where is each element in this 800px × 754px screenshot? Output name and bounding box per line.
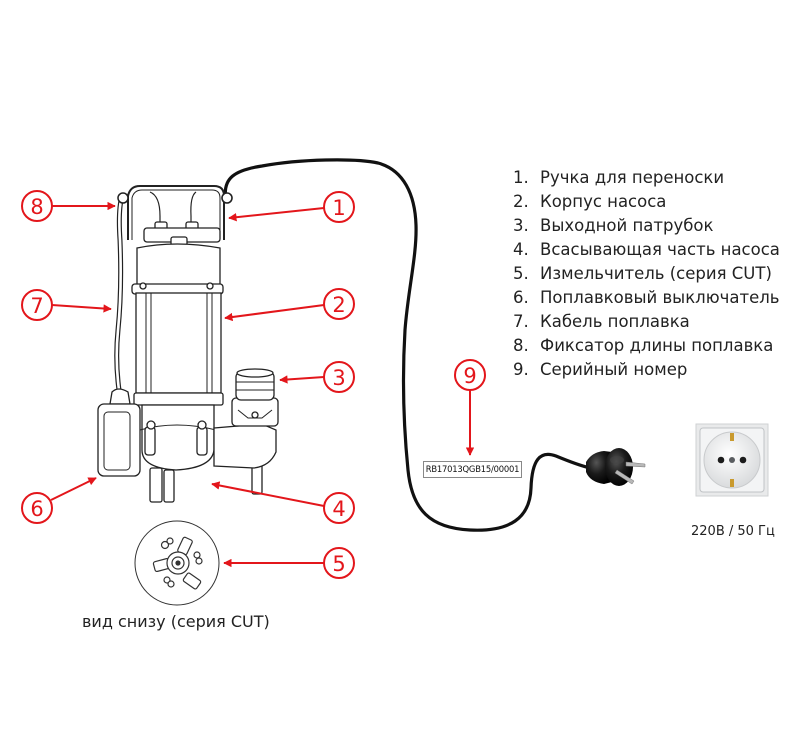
legend-item-label: Фиксатор длины поплавка (540, 336, 774, 355)
legend-item-label: Выходной патрубок (540, 216, 714, 235)
callout-7-label: 7 (30, 294, 43, 318)
callout-2-label: 2 (332, 293, 345, 317)
callout-4: 4 (211, 481, 355, 524)
pump-outlet (213, 423, 277, 469)
legend-item: 4. Всасывающая часть насоса (513, 238, 780, 262)
legend-item-number: 3. (513, 216, 529, 235)
legend-item: 7. Кабель поплавка (513, 310, 780, 334)
callout-1-label: 1 (332, 196, 345, 220)
legend-item: 2. Корпус насоса (513, 190, 780, 214)
legend-item-number: 9. (513, 360, 529, 379)
callout-1: 1 (228, 191, 355, 223)
legend-item: 3. Выходной патрубок (513, 214, 780, 238)
callout-6-label: 6 (30, 497, 43, 521)
power-plug-icon (586, 448, 646, 486)
callout-9-label: 9 (463, 364, 476, 388)
callout-4-label: 4 (332, 497, 345, 521)
callout-9: 9 (454, 359, 486, 456)
callout-7: 7 (21, 289, 112, 321)
legend-item-number: 6. (513, 288, 529, 307)
legend-item: 9. Серийный номер (513, 358, 780, 382)
legend-item-label: Поплавковый выключатель (540, 288, 780, 307)
callout-3-label: 3 (332, 366, 345, 390)
legend-item-label: Корпус насоса (540, 192, 667, 211)
callout-8-label: 8 (30, 195, 43, 219)
legend-item-label: Серийный номер (540, 360, 688, 379)
power-cable (223, 158, 592, 532)
power-socket-icon (695, 423, 769, 497)
legend-item: 5. Измельчитель (серия CUT) (513, 262, 780, 286)
legend-item: 1. Ручка для переноски (513, 166, 780, 190)
legend-item-number: 4. (513, 240, 529, 259)
legend-item-number: 8. (513, 336, 529, 355)
legend-item-number: 5. (513, 264, 529, 283)
legend-item-number: 2. (513, 192, 529, 211)
legend-item-label: Измельчитель (серия CUT) (540, 264, 772, 283)
callout-5: 5 (223, 547, 355, 579)
callout-2: 2 (224, 288, 355, 322)
callout-6: 6 (21, 477, 97, 524)
callout-5-label: 5 (332, 552, 345, 576)
legend-item-number: 1. (513, 168, 529, 187)
pump-illustration (97, 185, 279, 503)
serial-number-label: RB17013QGB15/00001 (423, 461, 522, 478)
legend-item: 6. Поплавковый выключатель (513, 286, 780, 310)
legend-item-label: Кабель поплавка (540, 312, 690, 331)
bottom-view-illustration (134, 520, 220, 606)
parts-legend: 1. Ручка для переноски 2. Корпус насоса 3.… (513, 166, 780, 382)
legend-item: 8. Фиксатор длины поплавка (513, 334, 780, 358)
pump-housing (135, 292, 222, 394)
pump-handle (127, 185, 225, 240)
callouts: 8 1 7 2 3 6 (21, 190, 486, 579)
callout-3: 3 (279, 361, 355, 393)
bottom-view-caption: вид снизу (серия CUT) (82, 612, 270, 631)
legend-item-label: Всасывающая часть насоса (540, 240, 780, 259)
legend-item-label: Ручка для переноски (540, 168, 725, 187)
legend-item-number: 7. (513, 312, 529, 331)
voltage-caption: 220В / 50 Гц (691, 524, 775, 539)
callout-8: 8 (21, 190, 116, 222)
